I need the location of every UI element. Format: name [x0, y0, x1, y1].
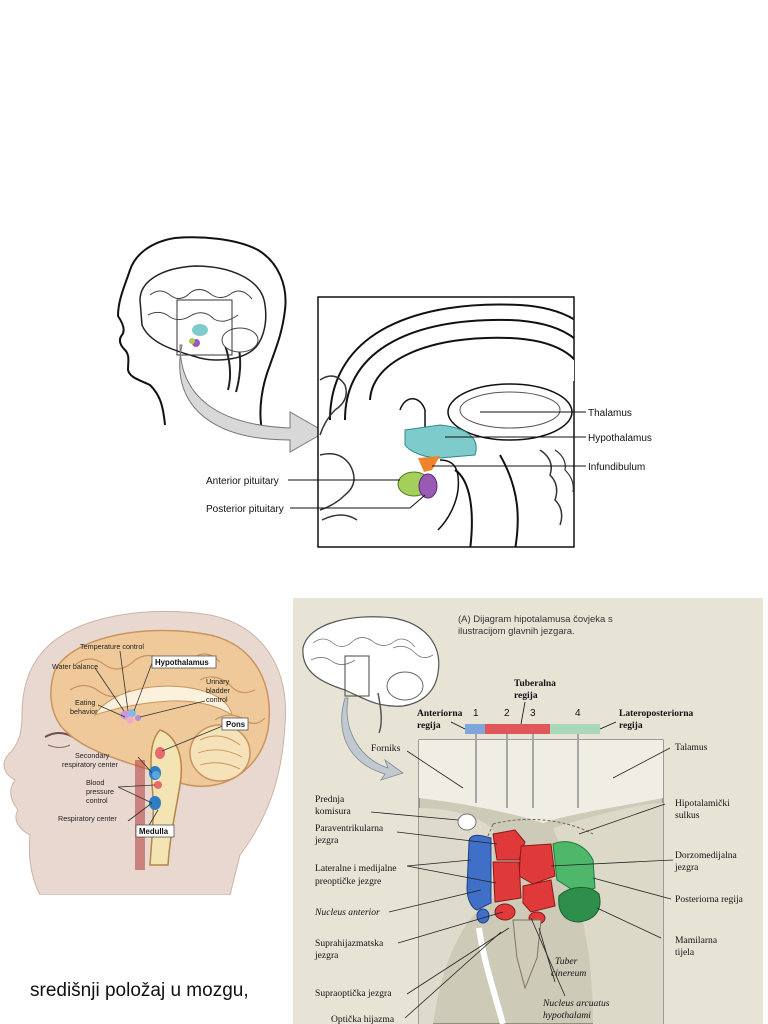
label-arcuatus-2: hypothalami: [543, 1010, 591, 1021]
nuclei-cluster: [466, 829, 601, 925]
label-talamus: Talamus: [675, 742, 708, 753]
label-nucleus-anterior: Nucleus anterior: [314, 907, 380, 918]
label-eating-2: behavior: [70, 707, 98, 716]
label-tuber-1: Tuber: [555, 956, 578, 967]
region-number-2: 2: [504, 708, 510, 719]
hypothalamus-function-illustration: Temperature control Water balance Urinar…: [3, 610, 287, 895]
label-suprahijazmatska-1: Suprahijazmatska: [315, 938, 384, 949]
label-hypothalamus: Hypothalamus: [588, 433, 652, 444]
small-brain-icon: [139, 265, 267, 393]
region-number-3: 3: [530, 708, 536, 719]
nucleus-lateral-red: [492, 861, 522, 903]
panel-title-line1: (A) Dijagram hipotalamusa čovjeka s: [458, 614, 613, 625]
panel-title-line2: ilustracijom glavnih jezgara.: [458, 626, 575, 637]
label-infundibulum: Infundibulum: [588, 462, 645, 473]
label-blood-2: pressure: [86, 787, 114, 796]
label-thalamus: Thalamus: [588, 408, 632, 419]
label-posterior-pituitary: Posterior pituitary: [206, 504, 284, 515]
label-forniks: Forniks: [371, 743, 401, 754]
label-lateroposteriorna-1: Lateroposteriorna: [619, 709, 693, 719]
label-posteriorna: Posteriorna regija: [675, 894, 744, 905]
label-prednja-2: komisura: [315, 806, 351, 817]
label-blood-3: control: [86, 796, 108, 805]
hypothalamus-nuclei-diagram: (A) Dijagram hipotalamusa čovjeka s ilus…: [293, 598, 763, 1024]
label-respiratory-center: Respiratory center: [58, 814, 117, 823]
label-anteriorna-2: regija: [417, 721, 441, 731]
label-hipotalamicki-1: Hipotalamički: [675, 798, 730, 809]
label-mamilarna-2: tijela: [675, 947, 695, 958]
label-arcuatus-1: Nucleus arcuatus: [542, 998, 610, 1009]
label-tuberalna-1: Tuberalna: [514, 679, 556, 689]
region-number-1: 1: [473, 708, 479, 719]
label-suprahijazmatska-2: jezgra: [314, 950, 339, 961]
label-hipotalamicki-2: sulkus: [675, 810, 700, 821]
label-lateroposteriorna-2: regija: [619, 721, 643, 731]
label-tuber-2: cinereum: [551, 968, 586, 979]
label-urinary-3: control: [206, 695, 228, 704]
infundibulum-region: [418, 456, 440, 472]
label-mamilarna-1: Mamilarna: [675, 935, 718, 946]
nucleus-ventromedial-red: [522, 879, 556, 913]
nucleus-dorsomedial-red: [518, 843, 556, 885]
label-anterior-pituitary: Anterior pituitary: [206, 476, 279, 487]
zoom-arrow: [179, 344, 327, 453]
caption-text: središnji položaj u mozgu,: [30, 980, 249, 1001]
label-lateralne-2: preoptičke jezgre: [315, 876, 381, 887]
zoom-arrow: [341, 697, 404, 781]
nucleus-suprachiasmatic-red: [494, 903, 516, 921]
label-opticka: Optička hijazma: [331, 1014, 395, 1024]
label-eating-1: Eating: [75, 698, 95, 707]
label-lateralne-1: Lateralne i medijalne: [315, 863, 397, 874]
region-numbers: 1 2 3 4: [473, 708, 581, 719]
label-paraventrikularna-1: Paraventrikularna: [315, 823, 384, 834]
label-anteriorna-1: Anteriorna: [417, 709, 463, 719]
small-brain-icon: [302, 616, 440, 734]
label-secondary-1: Secondary: [75, 751, 110, 760]
head-silhouette: [116, 236, 287, 431]
zoom-box: [176, 299, 233, 356]
label-hypothalamus-box: Hypothalamus: [155, 658, 209, 667]
label-temperature-control: Temperature control: [80, 642, 144, 651]
label-secondary-2: respiratory center: [62, 760, 119, 769]
nucleus-preoptic-blue: [466, 834, 492, 911]
label-dorzomedijalna-1: Dorzomedijalna: [675, 850, 738, 861]
pituitary-diagram: Thalamus Hypothalamus Infundibulum Anter…: [116, 236, 652, 548]
region-number-4: 4: [575, 708, 581, 719]
label-supraopticka: Supraoptička jezgra: [315, 988, 392, 999]
label-blood-1: Blood: [86, 778, 104, 787]
label-tuberalna-2: regija: [514, 691, 538, 701]
label-pons-box: Pons: [226, 720, 246, 729]
label-urinary-2: bladder: [206, 686, 231, 695]
posterior-pituitary-region: [418, 473, 438, 499]
hypothalamus-region: [404, 424, 477, 459]
nucleus-mamillary-green: [558, 887, 601, 923]
label-paraventrikularna-2: jezgra: [314, 835, 339, 846]
label-medulla-box: Medulla: [139, 827, 169, 836]
label-prednja-1: Prednja: [315, 794, 345, 805]
label-water-balance: Water balance: [52, 662, 98, 671]
label-urinary-1: Urinary: [206, 677, 230, 686]
label-dorzomedijalna-2: jezgra: [674, 862, 699, 873]
